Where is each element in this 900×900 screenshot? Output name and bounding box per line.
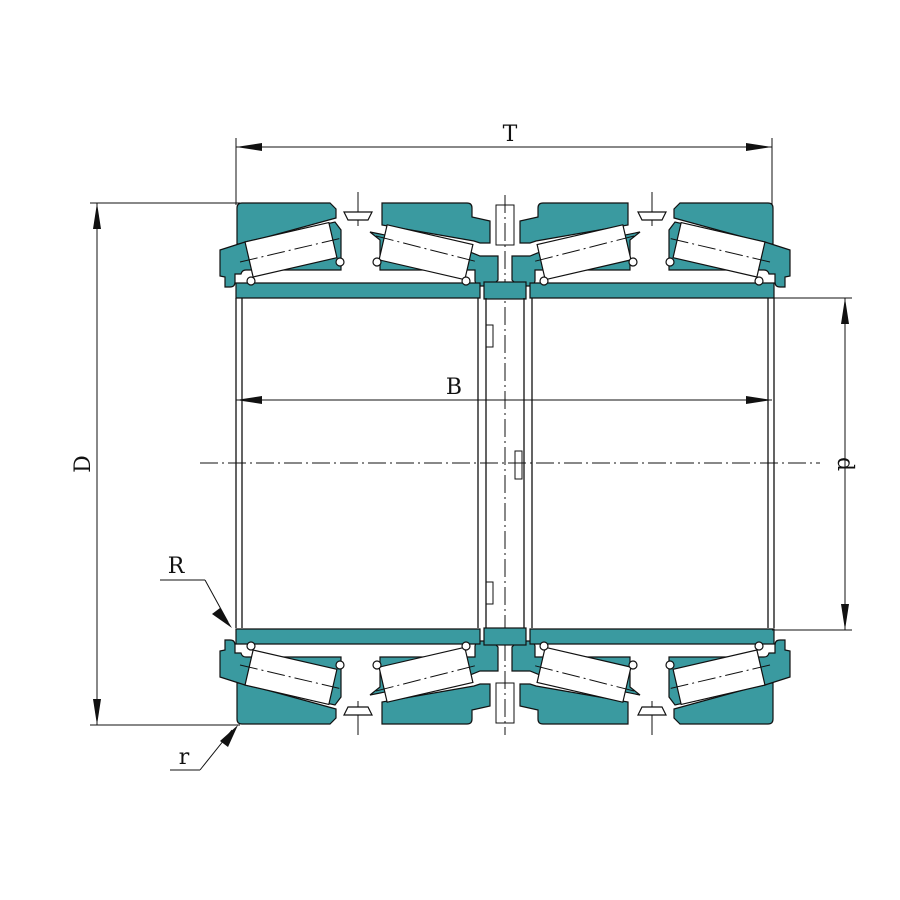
label-T: T [503, 122, 518, 147]
label-r: r [179, 745, 190, 770]
dimension-d: d [772, 297, 857, 631]
label-R: R [168, 554, 186, 579]
center-spacer [477, 204, 533, 724]
callout-r: r [170, 725, 238, 771]
upper-right-row [511, 191, 791, 299]
label-B: B [446, 375, 462, 400]
callout-R: R [160, 554, 232, 628]
label-d: d [832, 457, 857, 471]
upper-left-row [219, 191, 499, 299]
dimension-B: B [236, 375, 772, 404]
dimension-D: D [71, 202, 240, 726]
dimension-T: T [235, 122, 773, 205]
lower-left-row [219, 628, 499, 736]
lower-right-row [511, 628, 791, 736]
label-D: D [71, 455, 96, 473]
